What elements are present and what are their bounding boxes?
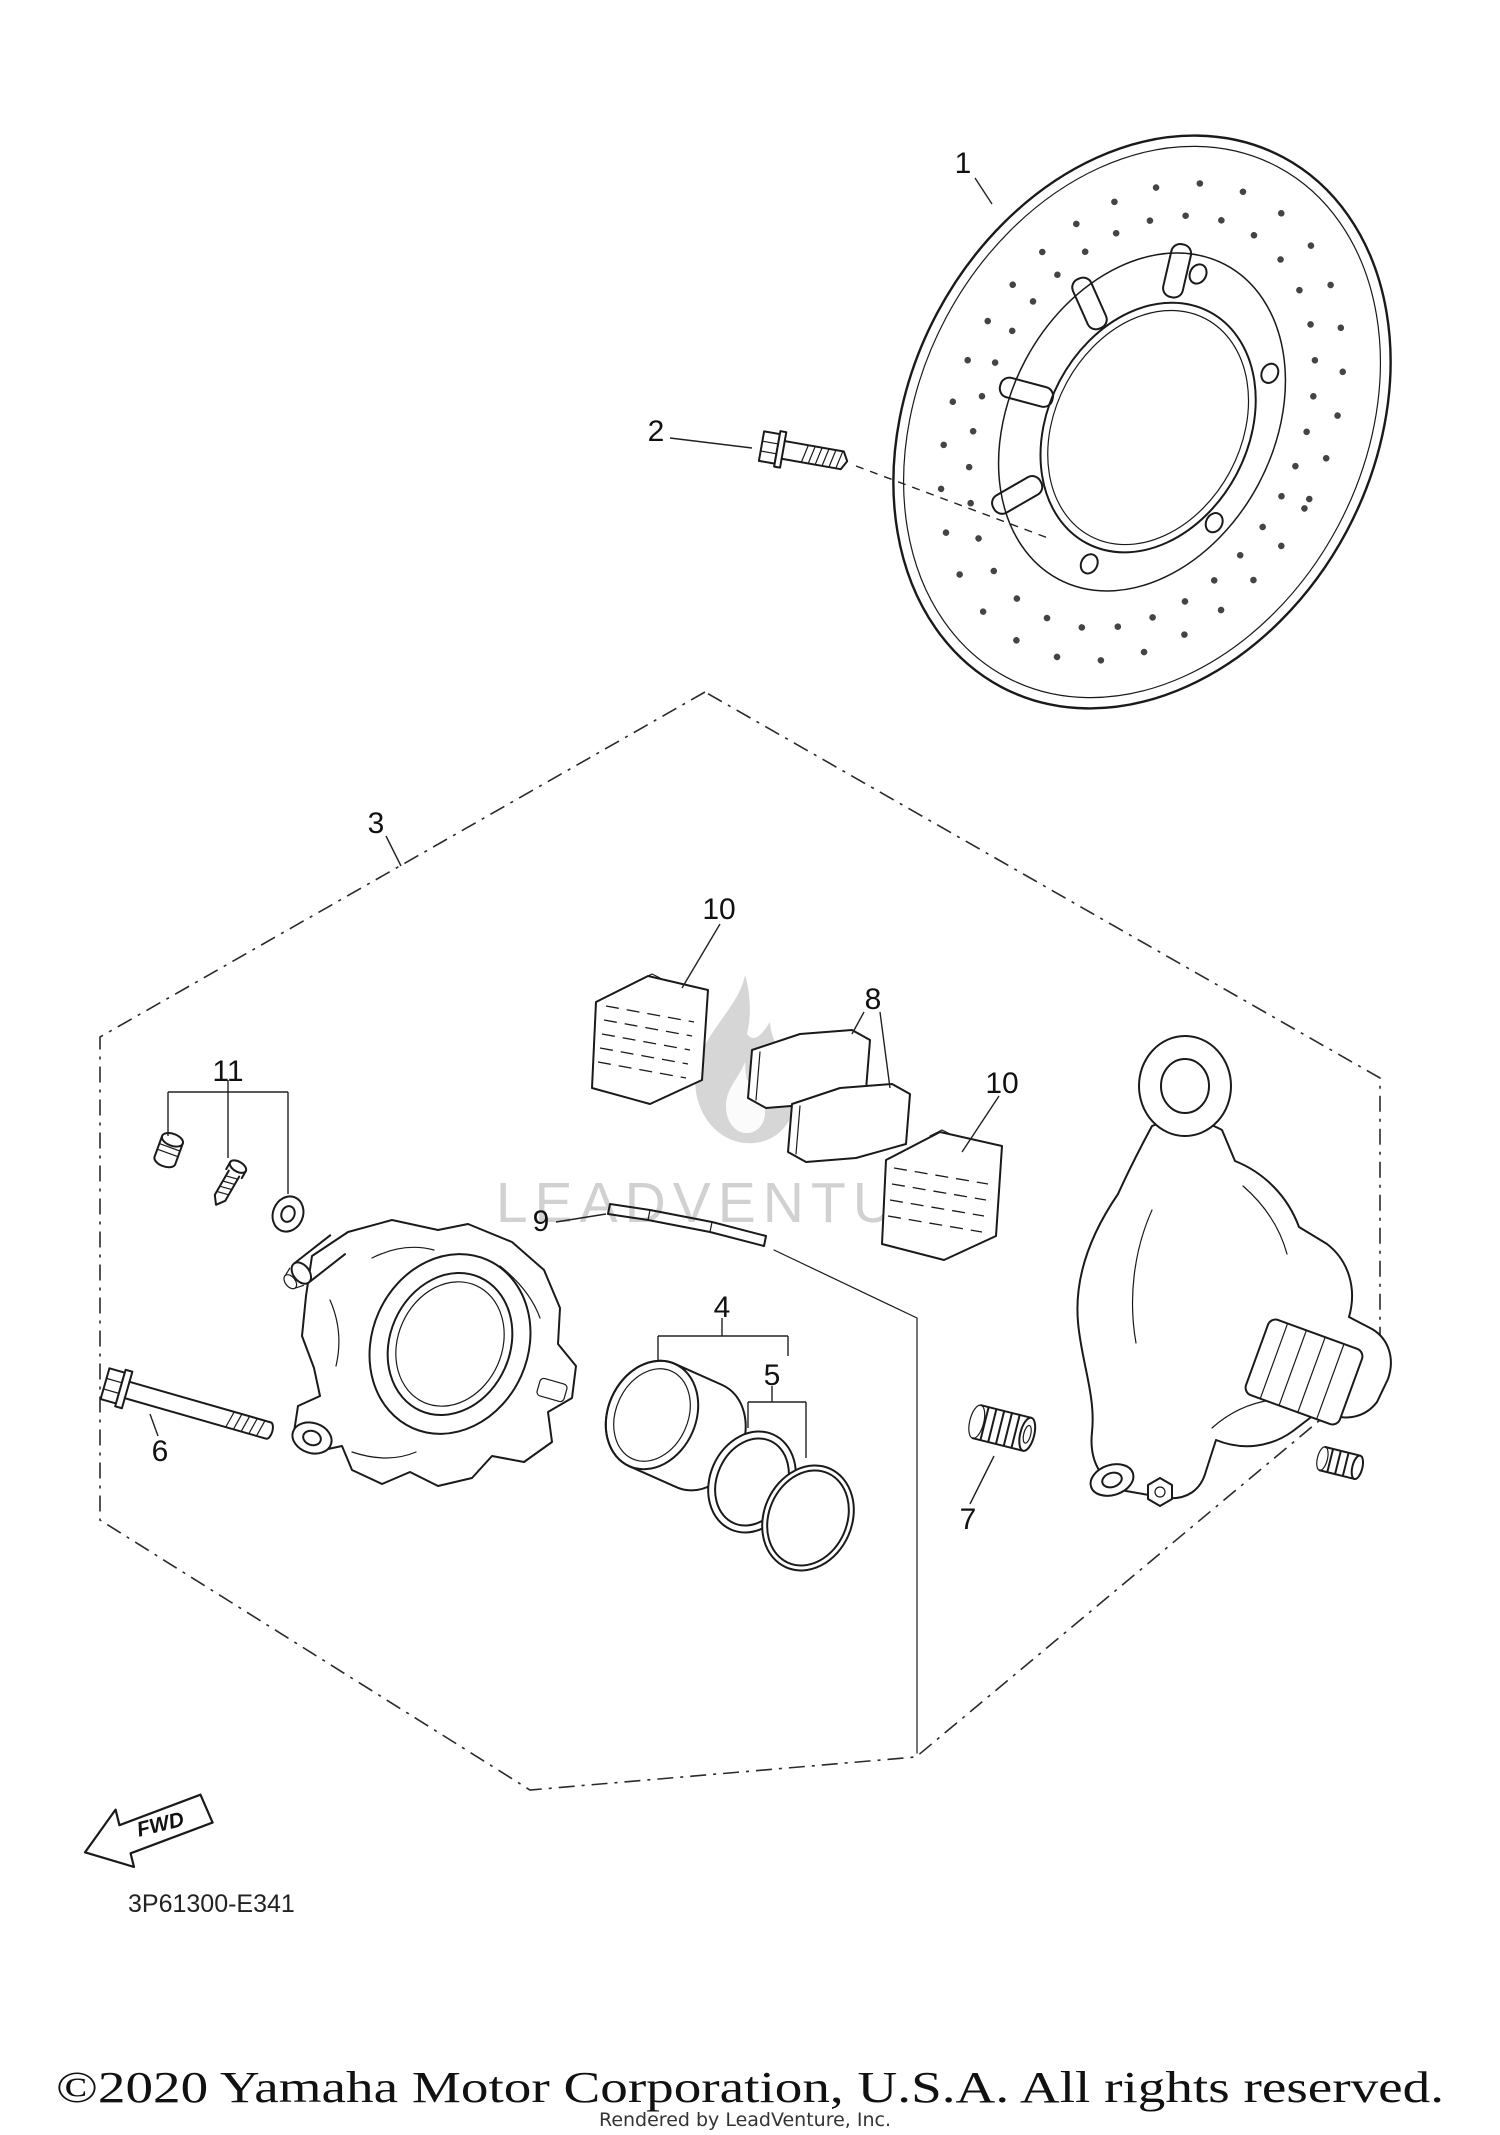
caliper-body [283, 1219, 577, 1487]
reference-line [773, 1249, 918, 1754]
pad-shim-right [881, 1129, 1003, 1261]
bleed-screw-set [153, 1132, 305, 1233]
part-code: 3P61300-E341 [128, 1890, 295, 1918]
vent-hole-ring-inner [965, 212, 1319, 632]
bracket-pin-boot [1316, 1445, 1365, 1481]
callout-3-label: 3 [368, 807, 385, 840]
brake-pad-lower [787, 1083, 911, 1163]
callout-1-label: 1 [955, 147, 972, 180]
brake-pads [747, 1029, 911, 1163]
callout-10-left-label: 10 [702, 893, 735, 926]
hub-bolt-holes [1079, 263, 1280, 575]
bleed-cap [153, 1132, 184, 1169]
pad-retainer [607, 1203, 767, 1247]
callout-10-right-label: 10 [985, 1067, 1018, 1100]
fwd-arrow: FWD [83, 1793, 214, 1869]
bracket-pad-holder [1244, 1318, 1364, 1426]
callout-5-label: 5 [764, 1359, 781, 1392]
bracket-bolt-head [1147, 1477, 1173, 1507]
callout-9-label: 9 [533, 1205, 550, 1238]
brake-disc [892, 134, 1392, 710]
callouts: 1 2 3 10 8 10 11 9 4 5 6 7 [152, 147, 1019, 1536]
slide-pin-bolt [99, 1367, 274, 1440]
copyright-text: ©2020 Yamaha Motor Corporation, U.S.A. A… [56, 2063, 1444, 2112]
pad-shim-left [591, 973, 709, 1105]
callout-8-label: 8 [865, 983, 882, 1016]
caliper-piston [604, 1359, 747, 1492]
caliper-inlet-stub [283, 1234, 346, 1290]
piston-dust-seal [761, 1464, 855, 1572]
rendered-by-text: Rendered by LeadVenture, Inc. [599, 2109, 891, 2131]
callout-6-label: 6 [152, 1435, 169, 1468]
bleed-screw [213, 1159, 248, 1206]
callout-11-label: 11 [212, 1055, 243, 1088]
bracket-boss [1138, 1035, 1232, 1137]
hub-slots [991, 243, 1193, 515]
callout-7-label: 7 [960, 1503, 977, 1536]
callout-4-label: 4 [714, 1291, 731, 1324]
bleed-washer [271, 1195, 305, 1233]
vent-hole-ring-outer [937, 180, 1347, 664]
bracket-foot-hole [1089, 1463, 1135, 1497]
leader-lines [149, 177, 1049, 1505]
pin-bushing [968, 1404, 1037, 1452]
disc-bolt [757, 430, 849, 471]
caliper-bracket [1076, 1035, 1392, 1507]
flame-icon-cutout [726, 1062, 766, 1134]
piston-seals [707, 1430, 855, 1572]
callout-2-label: 2 [648, 415, 665, 448]
caliper-mount-ear [291, 1421, 333, 1455]
caliper-bore [368, 1253, 532, 1435]
